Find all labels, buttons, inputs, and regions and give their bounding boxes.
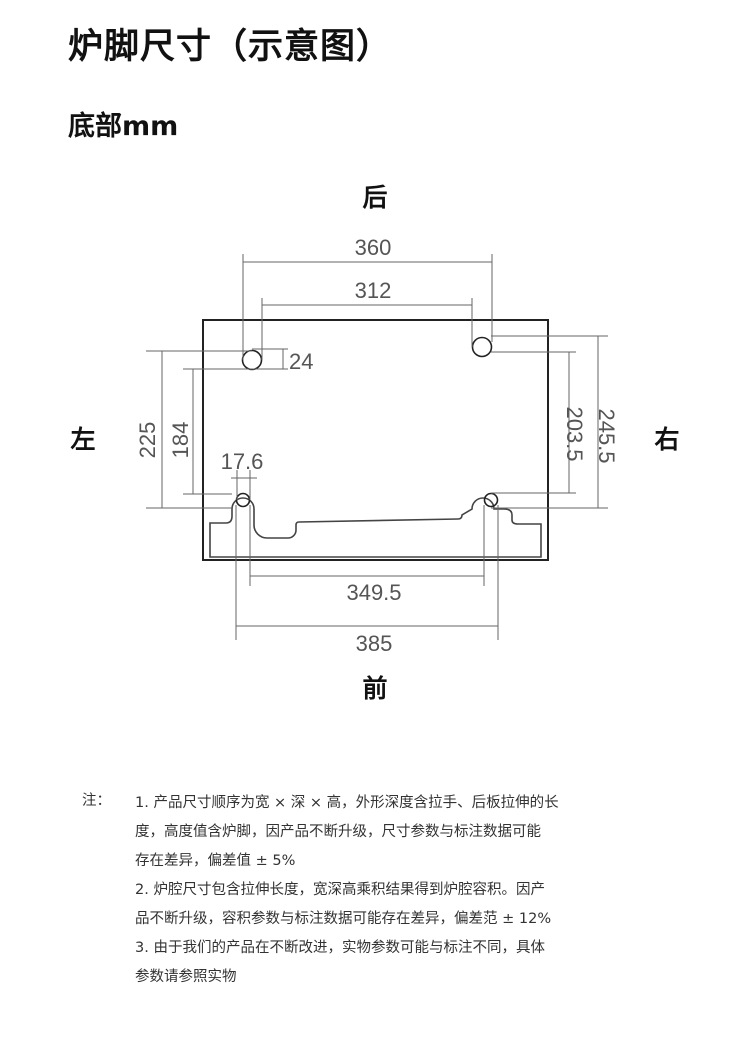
foot-rail-shape [209, 497, 542, 558]
hole-back-left [241, 349, 263, 371]
direction-right-label: 右 [654, 425, 679, 454]
notes-label: 注： [82, 793, 111, 809]
dim-right-inner: 203.5 [562, 406, 587, 461]
dim-right-outer: 245.5 [594, 408, 619, 463]
hole-front-left [235, 492, 251, 508]
hole-front-right [483, 492, 499, 508]
base-outline [202, 319, 549, 561]
note-line: 1. 产品尺寸顺序为宽 × 深 × 高，外形深度含拉手、后板拉伸的长 [135, 795, 559, 811]
dimension-lines [146, 254, 608, 640]
dim-left-small: 17.6 [221, 449, 264, 474]
note-line: 2. 炉腔尺寸包含拉伸长度，宽深高乘积结果得到炉腔容积。因产 [135, 882, 545, 898]
notes-body: 1. 产品尺寸顺序为宽 × 深 × 高，外形深度含拉手、后板拉伸的长 度，高度值… [135, 789, 620, 992]
dim-bottom-outer: 385 [356, 631, 393, 656]
dim-left-inner: 184 [168, 422, 193, 459]
direction-front-label: 前 [362, 674, 387, 703]
direction-back-label: 后 [362, 183, 387, 212]
dim-top-outer: 360 [355, 235, 392, 260]
note-line: 存在差异，偏差值 ± 5% [135, 853, 296, 869]
dim-left-outer: 225 [135, 422, 160, 459]
hole-back-right [471, 336, 493, 358]
section-subtitle: 底部mm [68, 111, 179, 142]
dim-top-inner: 312 [355, 278, 392, 303]
page-title: 炉脚尺寸（示意图） [68, 27, 393, 67]
dim-bottom-inner: 349.5 [346, 580, 401, 605]
note-line: 品不断升级，容积参数与标注数据可能存在差异，偏差范 ± 12% [135, 911, 552, 927]
note-line: 参数请参照实物 [135, 969, 237, 985]
note-line: 3. 由于我们的产品在不断改进，实物参数可能与标注不同，具体 [135, 940, 545, 956]
direction-left-label: 左 [70, 425, 95, 454]
note-line: 度，高度值含炉脚，因产品不断升级，尺寸参数与标注数据可能 [135, 824, 541, 840]
dim-hole: 24 [289, 349, 313, 374]
foot-dimension-diagram: 后 前 左 右 [70, 183, 679, 703]
